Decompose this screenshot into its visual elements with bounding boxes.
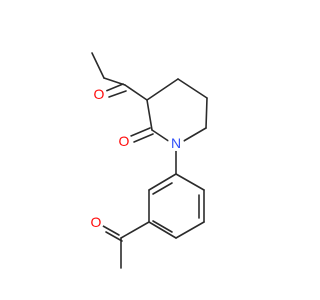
bond-ar3-ar4 [175, 221, 205, 239]
bond-layer [91, 52, 208, 269]
atom-label-o-acyl: O [94, 86, 105, 102]
bond-acyl-to-ring [124, 84, 148, 101]
bond-acetyl-carbonyl-b [105, 231, 123, 242]
molecule-structure-diagram: O O N O [88, 52, 208, 269]
atom-label-o-lactam: O [119, 133, 130, 149]
atom-oxygen-lactam: O [116, 133, 132, 149]
bond-c3-c4 [146, 78, 179, 101]
bond-lactam-carbonyl-b [133, 133, 154, 143]
bond-c4-c5 [177, 78, 208, 99]
bond-acyl-carbonyl-b [108, 90, 127, 98]
bond-c5-c6 [205, 97, 208, 129]
bond-acetyl-carbonyl-a [102, 225, 120, 236]
atom-oxygen-acyl: O [91, 86, 107, 102]
bond-aromatic-inner-3 [152, 182, 173, 195]
atom-label-n-ring: N [171, 135, 181, 151]
bond-ar4-ar5 [148, 221, 177, 239]
bond-lactam-carbonyl-a [130, 127, 151, 137]
bond-ar1-ar2 [175, 173, 205, 191]
bond-acyl-carbonyl-a [105, 83, 124, 92]
bond-ar6-ar1 [148, 173, 177, 191]
bond-aryl-acetyl [120, 221, 150, 239]
atom-oxygen-acetyl: O [88, 214, 104, 230]
bond-c2-c3 [146, 99, 153, 131]
atom-nitrogen-ring: N [168, 135, 184, 151]
atom-label-o-acetyl: O [91, 214, 102, 230]
atom-label-layer: O O N O [88, 86, 184, 230]
bond-ethyl-ch3 [91, 52, 105, 79]
bond-n-c2 [151, 129, 171, 143]
bond-aromatic-inner-2 [152, 220, 173, 233]
bond-c6-n [181, 127, 207, 143]
